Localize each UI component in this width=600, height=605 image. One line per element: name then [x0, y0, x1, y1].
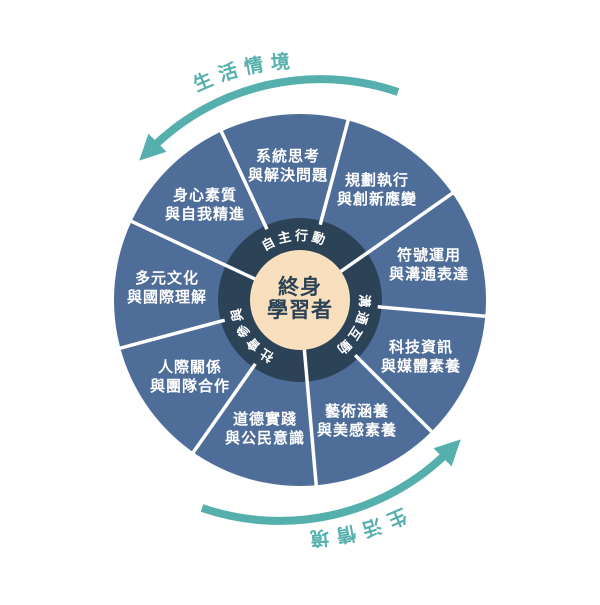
outer-label-arts-aesthetics-line1: 藝術涵養: [325, 402, 389, 420]
outer-label-tech-media-literacy-line1: 科技資訊: [389, 338, 453, 356]
outer-segment-physical-mental-self: 身心素質 與自我精進: [165, 186, 245, 223]
divider-255: [117, 318, 226, 351]
outer-label-planning-innovation-line1: 規劃執行: [345, 171, 409, 189]
divider-95: [377, 305, 489, 319]
center-label-line2: 學習者: [267, 298, 333, 322]
outer-segment-moral-civic: 道德實踐 與公民意識: [225, 410, 305, 447]
outer-segment-arts-aesthetics: 藝術涵養 與美感素養: [317, 402, 397, 439]
segment-dividers: [117, 117, 489, 489]
outer-label-symbol-use-line1: 符號運用: [397, 246, 461, 264]
center-circle: [250, 250, 350, 350]
outer-label-interpersonal-teamwork-line2: 與團隊合作: [150, 377, 230, 395]
divider-15: [318, 117, 351, 226]
outer-label-systems-thinking-line1: 系統思考: [256, 147, 320, 165]
outer-label-systems-thinking-line2: 與解決問題: [248, 166, 328, 184]
outer-segment-tech-media-literacy: 科技資訊 與媒體素養: [381, 338, 461, 375]
outer-label-multicultural-international-line2: 與國際理解: [127, 288, 207, 306]
divider-175: [302, 347, 319, 489]
context-arrow-bottom: [200, 439, 461, 525]
outer-label-tech-media-literacy-line2: 與媒體素養: [381, 357, 461, 375]
outer-label-physical-mental-self-line2: 與自我精進: [165, 205, 245, 223]
outer-label-multicultural-international-line1: 多元文化: [135, 269, 199, 287]
outer-label-physical-mental-self-line1: 身心素質: [173, 186, 237, 204]
outer-label-moral-civic-line2: 與公民意識: [225, 429, 305, 447]
outer-segment-interpersonal-teamwork: 人際關係 與團隊合作: [150, 358, 230, 395]
divider-135: [353, 353, 435, 435]
divider-295: [127, 218, 258, 282]
outer-label-arts-aesthetics-line2: 與美感素養: [317, 421, 397, 439]
divider-55: [338, 190, 456, 274]
outer-segment-planning-innovation: 規劃執行 與創新應變: [337, 171, 417, 208]
outer-segment-systems-thinking: 系統思考 與解決問題: [248, 147, 328, 184]
outer-label-symbol-use-line2: 與溝通表達: [389, 265, 469, 283]
outer-label-moral-civic-line1: 道德實踐: [233, 410, 297, 428]
divider-215: [190, 362, 257, 456]
outer-segment-multicultural-international: 多元文化 與國際理解: [127, 269, 207, 306]
outer-label-interpersonal-teamwork-line1: 人際關係: [158, 358, 222, 376]
outer-ring-labels: 系統思考 與解決問題 規劃執行 與創新應變 符號運用 與溝通表達 科技資訊 與媒…: [127, 147, 469, 447]
divider-335: [218, 127, 269, 231]
outer-segment-symbol-use: 符號運用 與溝通表達: [389, 246, 469, 283]
context-arrow-top: [139, 75, 400, 161]
center-label-line1: 終身: [278, 275, 322, 299]
outer-label-planning-innovation-line2: 與創新應變: [337, 190, 417, 208]
